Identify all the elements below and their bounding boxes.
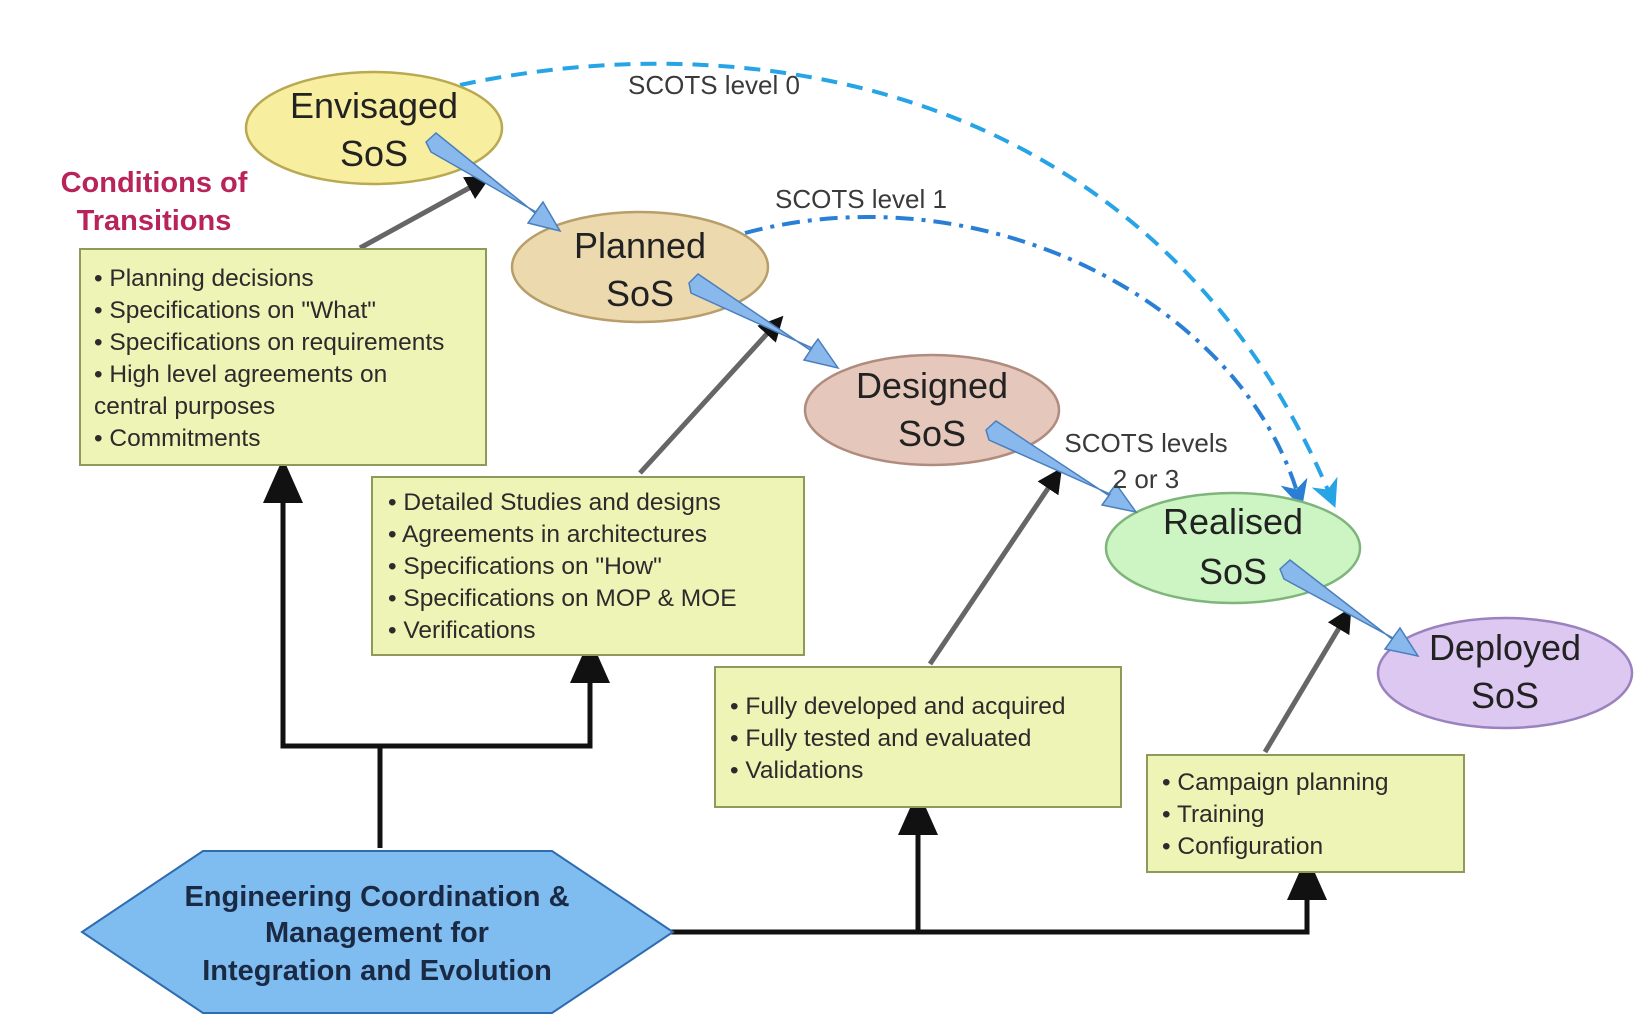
scots-level1-label: SCOTS level 1 bbox=[775, 184, 947, 214]
box4-item-3: • Configuration bbox=[1162, 833, 1323, 860]
condition-box-1 bbox=[79, 248, 487, 466]
state-envisaged-line1: Envisaged bbox=[290, 85, 458, 126]
scots-levels23-label-line2: 2 or 3 bbox=[1113, 464, 1180, 494]
box3-item-2: • Fully tested and evaluated bbox=[730, 725, 1031, 752]
state-planned-line2: SoS bbox=[606, 273, 674, 314]
box1-item-6: • Commitments bbox=[94, 425, 261, 452]
condition-arrow-4 bbox=[1262, 607, 1352, 754]
scots-levels23-label-line1: SCOTS levels bbox=[1064, 428, 1227, 458]
scots-level1-curve bbox=[744, 214, 1308, 509]
state-designed-line1: Designed bbox=[856, 365, 1008, 406]
box1-item-2: • Specifications on "What" bbox=[94, 297, 376, 324]
box2-item-2: • Agreements in architectures bbox=[388, 521, 707, 548]
box1-item-1: • Planning decisions bbox=[94, 265, 314, 292]
box2-item-1: • Detailed Studies and designs bbox=[388, 489, 721, 516]
box4-item-2: • Training bbox=[1162, 801, 1265, 828]
box3-item-1: • Fully developed and acquired bbox=[730, 693, 1065, 720]
state-realised-line1: Realised bbox=[1163, 501, 1303, 542]
condition-box-1-text: • Planning decisions • Specifications on… bbox=[94, 265, 451, 452]
flow-arrow-envisaged-planned bbox=[425, 132, 562, 233]
conditions-heading-line1: Conditions of bbox=[61, 167, 248, 199]
ecm-line1: Engineering Coordination & bbox=[184, 881, 569, 913]
state-designed-line2: SoS bbox=[898, 413, 966, 454]
box2-item-5: • Verifications bbox=[388, 617, 535, 644]
scots-level0-curve bbox=[459, 61, 1338, 508]
flow-arrow-designed-realised bbox=[985, 420, 1138, 514]
box1-item-5: central purposes bbox=[94, 393, 275, 420]
state-envisaged-line2: SoS bbox=[340, 133, 408, 174]
condition-box-2-text: • Detailed Studies and designs • Agreeme… bbox=[388, 489, 743, 644]
management-connectors bbox=[263, 458, 1327, 935]
box2-item-4: • Specifications on MOP & MOE bbox=[388, 585, 737, 612]
condition-box-2 bbox=[371, 476, 805, 656]
ecm-line2: Management for bbox=[265, 917, 489, 949]
conditions-heading-line2: Transitions bbox=[77, 205, 232, 237]
condition-box-4-text: • Campaign planning • Training • Configu… bbox=[1162, 769, 1395, 860]
condition-box-4 bbox=[1146, 754, 1465, 873]
condition-arrow-2 bbox=[638, 315, 784, 475]
engineering-coordination-hexagon: Engineering Coordination & Management fo… bbox=[80, 850, 675, 1014]
condition-arrow-3 bbox=[927, 467, 1062, 666]
condition-box-3-text: • Fully developed and acquired • Fully t… bbox=[730, 693, 1072, 784]
condition-box-3 bbox=[714, 666, 1122, 808]
state-realised-line2: SoS bbox=[1199, 551, 1267, 592]
box1-item-3: • Specifications on requirements bbox=[94, 329, 444, 356]
flow-arrow-planned-designed bbox=[688, 273, 840, 370]
state-deployed-line2: SoS bbox=[1471, 675, 1539, 716]
ecm-line3: Integration and Evolution bbox=[202, 955, 552, 987]
flow-arrows bbox=[425, 132, 1420, 658]
box3-item-3: • Validations bbox=[730, 757, 863, 784]
state-planned-line1: Planned bbox=[574, 225, 706, 266]
box1-item-4: • High level agreements on bbox=[94, 361, 387, 388]
box4-item-1: • Campaign planning bbox=[1162, 769, 1389, 796]
state-deployed-line1: Deployed bbox=[1429, 627, 1581, 668]
scots-level0-label: SCOTS level 0 bbox=[628, 70, 800, 100]
flow-arrow-realised-deployed bbox=[1279, 559, 1420, 658]
box2-item-3: • Specifications on "How" bbox=[388, 553, 662, 580]
state-deployed: Deployed SoS bbox=[1376, 616, 1634, 730]
condition-arrow-1 bbox=[358, 175, 491, 251]
